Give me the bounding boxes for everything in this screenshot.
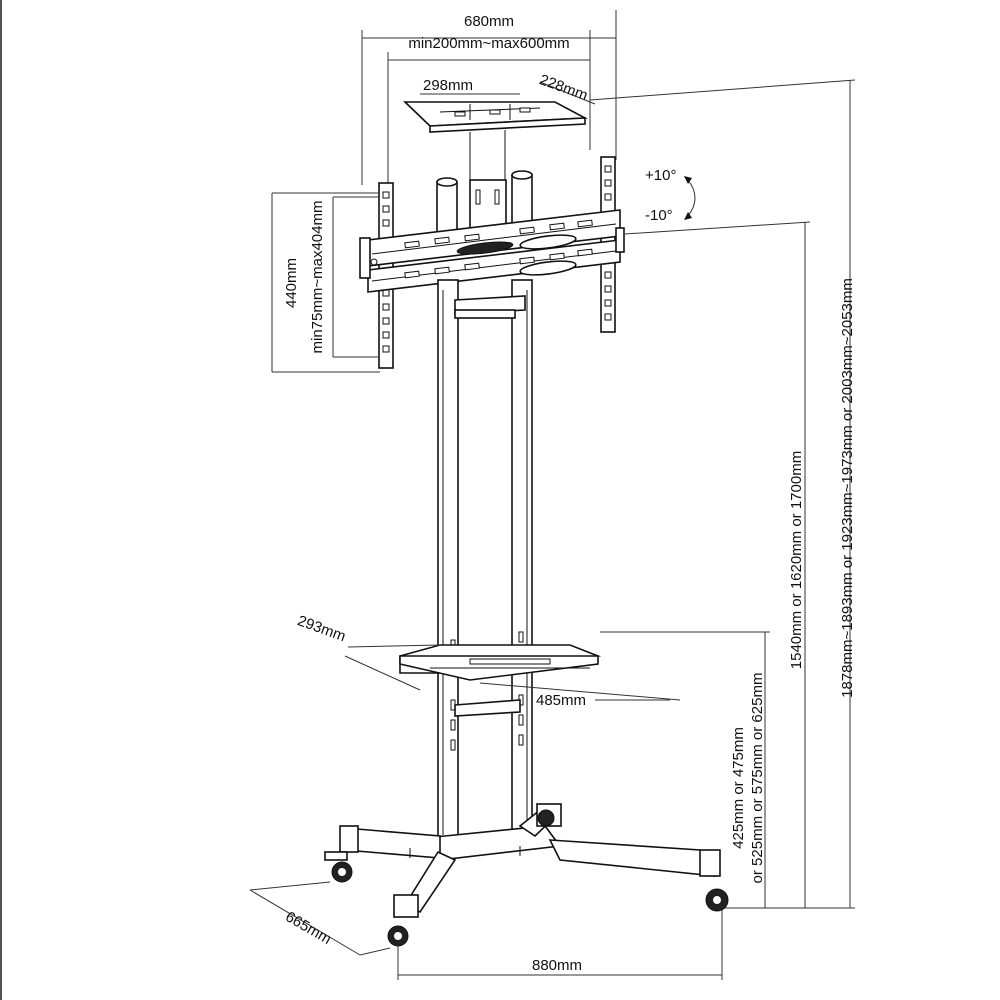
vesa-height-dimension: min75mm~max404mm [309, 196, 380, 358]
overall-width-label: 680mm [464, 13, 514, 30]
media-shelf: 293mm 485mm [295, 612, 681, 717]
tilt-up-label: +10° [645, 167, 676, 184]
tilt-indicator: +10° -10° [645, 167, 696, 224]
tilt-down-label: -10° [645, 207, 673, 224]
base-width-dimension: 880mm [397, 910, 723, 980]
bracket-height-label: 440mm [283, 258, 300, 308]
vesa-width-label: min200mm~max600mm [408, 35, 569, 52]
caster-wheels [324, 809, 729, 947]
vesa-width-dimension: min200mm~max600mm [387, 30, 591, 185]
top-tray: 298mm 228mm [403, 71, 596, 180]
main-columns [437, 279, 533, 841]
tray-depth-label: 228mm [537, 71, 590, 104]
center-height-label: 1540mm or 1620mm or 1700mm [788, 451, 805, 669]
center-height-dimension: 1540mm or 1620mm or 1700mm [624, 221, 811, 908]
base-depth-dimension: 665mm [249, 881, 391, 956]
total-height-dimension: 1878mm~1893mm or 1923mm~1973mm or 2003mm… [589, 79, 856, 909]
shelf-width-label: 485mm [536, 692, 586, 709]
overall-width-dimension: 680mm [361, 10, 617, 185]
base-depth-label: 665mm [282, 908, 334, 948]
shelf-depth-label: 293mm [295, 612, 348, 645]
tray-width-label: 298mm [423, 77, 473, 94]
shelf-height-line1: 425mm or 475mm [730, 727, 747, 849]
mount-bracket [359, 156, 625, 369]
total-height-label: 1878mm~1893mm or 1923mm~1973mm or 2003mm… [839, 278, 856, 698]
base-width-label: 880mm [532, 957, 582, 974]
base-assembly [339, 803, 721, 918]
shelf-height-dimension: 425mm or 475mm or 525mm or 575mm or 625m… [600, 631, 770, 908]
shelf-height-line2: or 525mm or 575mm or 625mm [749, 673, 766, 884]
vesa-height-label: min75mm~max404mm [309, 201, 326, 354]
bracket-height-dimension: 440mm [271, 192, 380, 373]
